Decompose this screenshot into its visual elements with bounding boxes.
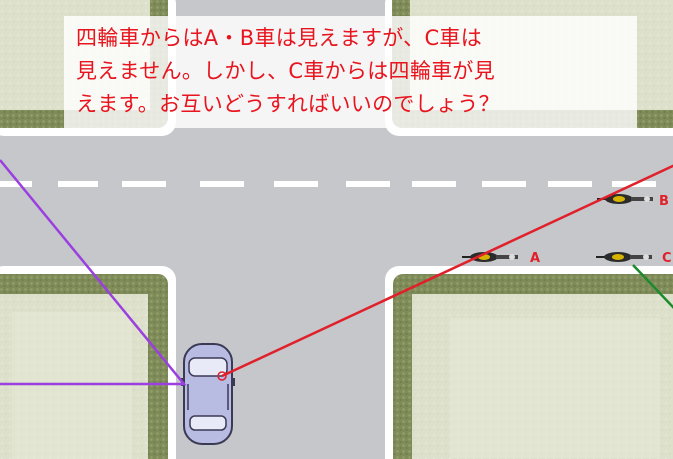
vehicle-a-label: A xyxy=(530,251,540,266)
car-icon xyxy=(181,343,235,445)
view-blocked-line xyxy=(0,159,187,386)
caption-line-3: えます。お互いどうすればいいのでしょう？ xyxy=(76,92,500,116)
question-caption: 四輪車からはA・B車は見えますが、C車は 見えません。しかし、C車からは四輪車が… xyxy=(64,16,637,128)
driver-eye-marker xyxy=(217,371,227,381)
bottom-right-block xyxy=(385,266,673,459)
bottom-left-block xyxy=(0,266,176,459)
caption-line-2: 見えません。しかし、C車からは四輪車が見 xyxy=(76,59,496,83)
vehicle-c-label: C xyxy=(662,251,672,266)
vehicle-b-label: B xyxy=(659,194,669,209)
motorcycle-a-icon xyxy=(462,252,518,262)
rider-c-sight-line xyxy=(632,264,673,309)
motorcycle-c-icon xyxy=(596,252,652,262)
driver-sight-line xyxy=(221,164,673,378)
caption-line-1: 四輪車からはA・B車は見えますが、C車は xyxy=(76,26,483,50)
